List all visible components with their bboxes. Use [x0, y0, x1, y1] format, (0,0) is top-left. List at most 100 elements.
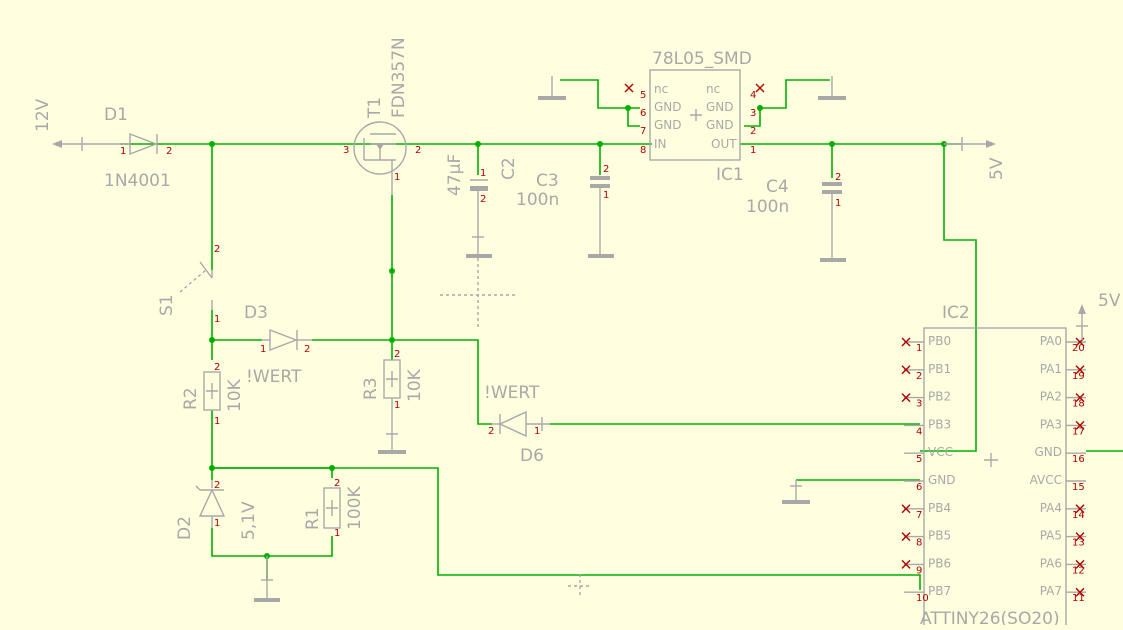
- ic1-pin8: 8: [640, 145, 646, 156]
- ic2-value: ATTINY26(SO20): [920, 609, 1060, 625]
- junction-dot: [209, 141, 215, 147]
- d3-name: D3: [244, 303, 268, 323]
- junction-dot: [625, 105, 631, 111]
- diode-d1[interactable]: D1 1N4001 1 2: [104, 105, 172, 191]
- junction-dot: [329, 465, 335, 471]
- ic2-pin-number: 15: [1072, 482, 1085, 493]
- wire-ic1-gnd-right[interactable]: [760, 79, 830, 109]
- no-connect-icon: [1075, 532, 1085, 542]
- wire-ic1-gnd2[interactable]: [744, 108, 761, 127]
- resistor-r2[interactable]: R2 10K 2 1: [181, 362, 245, 427]
- diode-d3[interactable]: D3 !WERT 1 2: [244, 303, 312, 387]
- ic2-pin-name: PA4: [1040, 501, 1062, 515]
- supply-12v[interactable]: 12V: [33, 98, 120, 151]
- ic2-attiny26[interactable]: IC2 ATTINY26(SO20) PB01PB12PB23PB34VCC5G…: [901, 303, 1086, 629]
- capacitor-c2[interactable]: 47µF C2 1 2: [445, 154, 519, 258]
- junction-dot: [757, 105, 763, 111]
- no-connect-icon: [901, 337, 911, 347]
- ic1-value: 78L05_SMD: [652, 49, 752, 69]
- ic2-pin-number: 2: [916, 371, 922, 382]
- ic1-regulator[interactable]: 78L05_SMD IC1 nc GND GND IN nc GND GND O…: [624, 49, 765, 185]
- ic2-pin-number: 14: [1072, 510, 1085, 521]
- r2-pin-2: 2: [214, 362, 220, 373]
- t1-pin-2: 2: [415, 145, 421, 156]
- t1-name: T1: [365, 97, 385, 119]
- ic2-pin-number: 10: [916, 593, 929, 604]
- resistor-r1[interactable]: R1 100K 2 1: [303, 478, 365, 539]
- ic1-pin7: 7: [640, 126, 646, 137]
- ic2-pin-2[interactable]: PB1 2: [901, 362, 951, 382]
- wire-d3-d6[interactable]: [312, 339, 492, 425]
- capacitor-c4[interactable]: C4 100n 2 1: [746, 172, 846, 262]
- r1-pin-2: 2: [334, 478, 340, 489]
- d2-value: 5,1V: [239, 501, 259, 540]
- diode-d6[interactable]: !WERT D6 2 1: [484, 383, 550, 466]
- ic2-pin-number: 12: [1072, 565, 1085, 576]
- c3-pin-1: 1: [603, 190, 609, 201]
- wire-ic1-gnd-left[interactable]: [560, 79, 640, 109]
- ic2-pin-number: 11: [1072, 593, 1085, 604]
- ic2-pin-number: 5: [916, 454, 922, 465]
- ic1-pin2: 2: [750, 126, 756, 137]
- wire-vcc[interactable]: [920, 144, 977, 452]
- d6-pin-2: 2: [488, 426, 494, 437]
- junction-dot: [389, 268, 395, 274]
- ic2-pin-number: 16: [1072, 454, 1085, 465]
- ic2-pin-number: 4: [916, 426, 922, 437]
- d6-value: !WERT: [484, 383, 540, 403]
- wire-bottom-gnd[interactable]: [211, 528, 333, 557]
- mosfet-t1[interactable]: T1 FDN357N 3 2 1: [343, 37, 421, 195]
- r3-value: 10K: [405, 368, 425, 402]
- no-connect-icon: [901, 559, 911, 569]
- ic2-pin-name: PB2: [928, 390, 951, 404]
- wire-r1-top[interactable]: [212, 467, 333, 478]
- d1-name: D1: [104, 105, 128, 125]
- c2-name: C2: [499, 157, 519, 180]
- supply-5v-right[interactable]: 5V: [944, 137, 1007, 180]
- r2-name: R2: [181, 387, 201, 410]
- ic2-pin-number: 20: [1072, 343, 1085, 354]
- ic2-pin-name: PB1: [928, 362, 951, 376]
- capacitor-c3[interactable]: C3 100n 2 1: [516, 164, 614, 258]
- s1-pin-1: 1: [214, 314, 220, 325]
- r3-pin-2: 2: [394, 349, 400, 360]
- ic2-pin-number: 9: [916, 565, 922, 576]
- ic2-pin-5[interactable]: VCC 5: [904, 445, 953, 465]
- no-connect-icon: [901, 532, 911, 542]
- d3-pin-1: 1: [260, 344, 266, 355]
- ic2-pin-14[interactable]: PA4 14: [1040, 501, 1086, 521]
- ic2-pin-name: GND: [928, 473, 956, 487]
- c2-pin-1: 1: [480, 168, 486, 179]
- ic2-pin-name: PB4: [928, 501, 951, 515]
- resistor-r3[interactable]: R3 10K 2 1: [361, 349, 425, 454]
- zener-d2[interactable]: D2 5,1V 2 1: [175, 480, 259, 540]
- ic2-pin-name: PB5: [928, 529, 951, 543]
- ic2-pin-name: VCC: [928, 445, 953, 459]
- switch-s1[interactable]: S1 2 1: [157, 244, 220, 325]
- d6-name: D6: [520, 446, 544, 466]
- ic2-pin-name: PB7: [928, 584, 951, 598]
- wire-pb7[interactable]: [212, 467, 921, 590]
- supply-5v-ic2[interactable]: 5V: [1076, 291, 1121, 340]
- wire-ic1-gnd7[interactable]: [627, 108, 640, 127]
